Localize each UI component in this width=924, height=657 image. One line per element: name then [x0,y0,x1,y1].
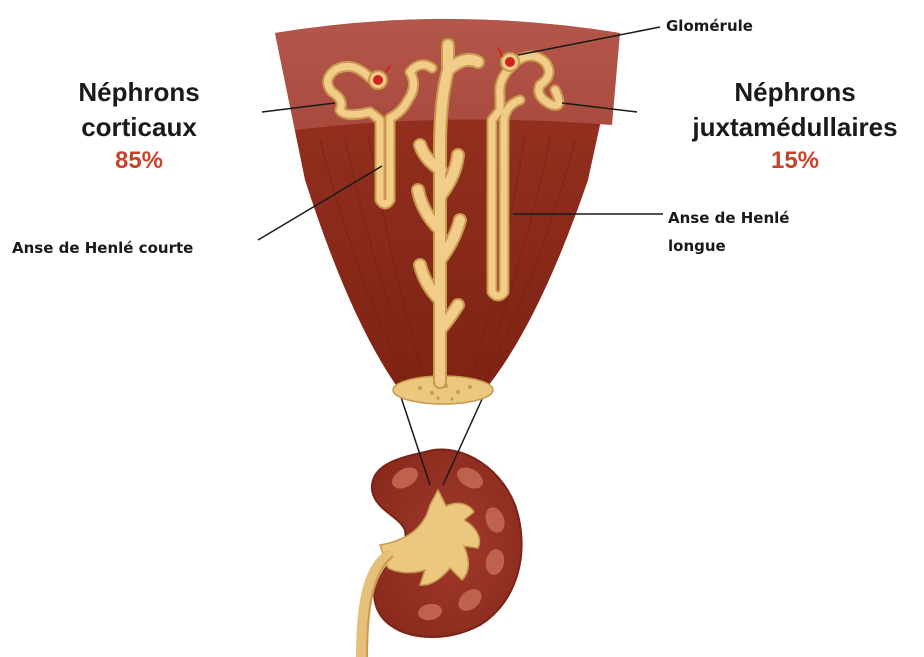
juxta-title-line1: Néphrons [734,77,855,107]
glomerule-label: Glomérule [666,17,753,35]
long-loop-label-line2: longue [668,237,726,255]
short-loop-label: Anse de Henlé courte [12,239,193,257]
cortical-percent: 85% [115,147,163,174]
kidney-section [362,449,522,657]
juxta-title-line2: juxtamédullaires [691,112,897,142]
juxta-percent: 15% [771,147,819,174]
cortical-title-line1: Néphrons [78,77,199,107]
long-loop-label-line1: Anse de Henlé [668,209,789,227]
cortical-title-line2: corticaux [81,112,197,142]
